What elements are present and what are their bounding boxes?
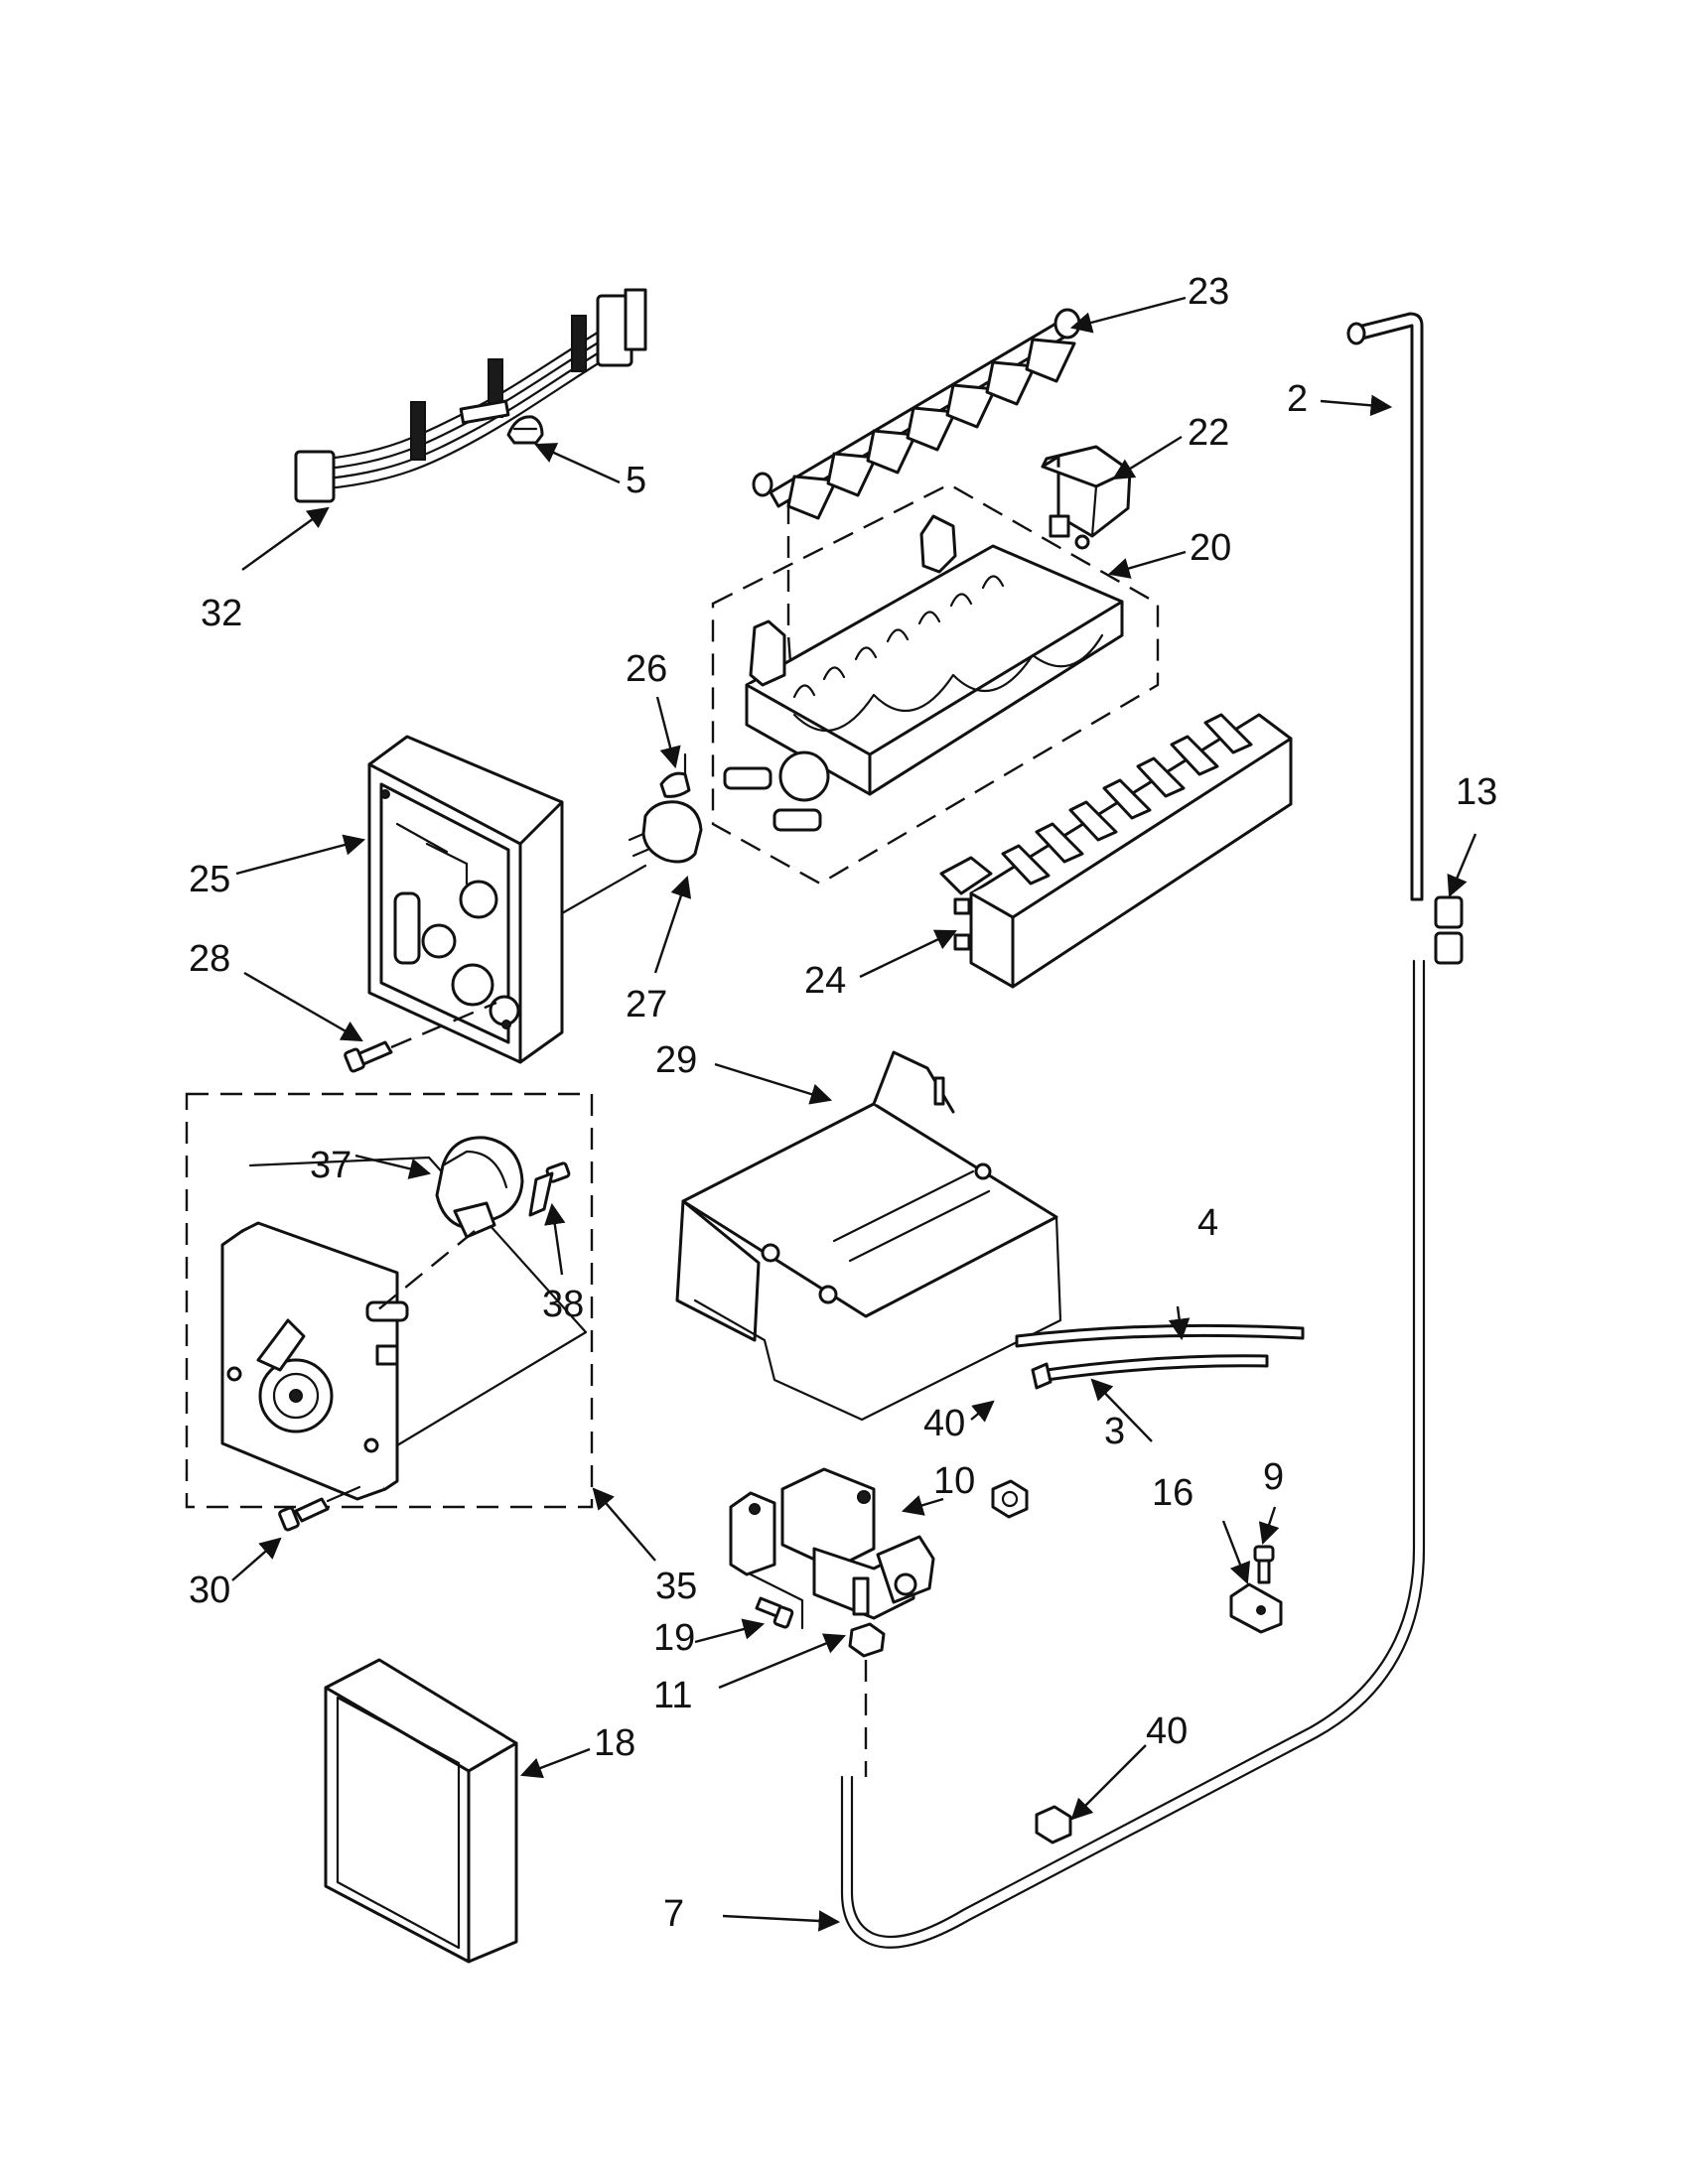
ice-stripper-part-24 <box>939 713 1293 989</box>
mold-part-20 <box>711 482 1160 886</box>
callout-29: 29 <box>655 1039 697 1081</box>
callout-37: 37 <box>310 1145 351 1186</box>
tube-part-3 <box>1031 1354 1269 1390</box>
callout-32: 32 <box>201 593 242 634</box>
callout-9: 9 <box>1263 1456 1284 1498</box>
motor-part-37 <box>376 1136 524 1311</box>
thermostat-part-27 <box>560 800 703 915</box>
callout-30: 30 <box>189 1570 230 1611</box>
callout-24: 24 <box>804 960 846 1002</box>
callout-4: 4 <box>1197 1202 1218 1244</box>
callout-19: 19 <box>653 1617 695 1659</box>
screw-part-9 <box>1253 1545 1275 1584</box>
fill-tube-part-2 <box>1346 312 1424 901</box>
water-tube-part-7 <box>840 959 1426 1949</box>
clip-part-5 <box>506 415 544 445</box>
callout-38: 38 <box>542 1284 584 1325</box>
callout-23: 23 <box>1188 271 1229 313</box>
screw-part-30 <box>278 1485 361 1532</box>
clip-part-26 <box>659 752 691 798</box>
nut-part-40-lower <box>1035 1805 1072 1844</box>
callout-leaders <box>231 296 1477 1932</box>
callout-27: 27 <box>626 984 667 1025</box>
callout-40-upper: 40 <box>923 1403 965 1444</box>
callout-11: 11 <box>653 1675 692 1716</box>
callout-16: 16 <box>1152 1472 1193 1514</box>
callout-28: 28 <box>189 938 230 980</box>
screw-part-38 <box>528 1161 571 1217</box>
cover-part-22 <box>1041 445 1132 550</box>
coupling-part-13 <box>1434 895 1464 965</box>
callout-22: 22 <box>1188 412 1229 454</box>
callout-20: 20 <box>1190 527 1231 569</box>
tube-part-4 <box>1015 1323 1305 1348</box>
shield-part-29 <box>675 1050 1062 1422</box>
callout-2: 2 <box>1287 378 1308 420</box>
ice-bin-part-18 <box>324 1658 518 1964</box>
callout-13: 13 <box>1456 771 1497 813</box>
screw-part-19 <box>755 1596 794 1629</box>
water-valve-part-10 <box>729 1467 935 1630</box>
callout-labels: 2 3 4 5 7 9 10 11 13 16 18 19 20 22 23 2… <box>189 271 1497 1935</box>
motor-assembly-part-35 <box>185 1092 594 1509</box>
callout-5: 5 <box>626 460 646 501</box>
nut-part-11 <box>848 1622 886 1777</box>
callout-26: 26 <box>626 648 667 690</box>
callout-10: 10 <box>933 1460 975 1502</box>
motor-housing-part-25 <box>367 735 564 1064</box>
wire-harness-part-32 <box>294 288 647 503</box>
clamp-part-16 <box>1229 1582 1283 1634</box>
callout-35: 35 <box>655 1566 697 1607</box>
callout-40-lower: 40 <box>1146 1710 1188 1752</box>
callout-25: 25 <box>189 859 230 900</box>
ejector-part-23 <box>752 308 1081 716</box>
callout-3: 3 <box>1104 1411 1125 1452</box>
callout-7: 7 <box>663 1893 684 1935</box>
nut-part-40-upper <box>991 1479 1029 1519</box>
callout-18: 18 <box>594 1722 635 1764</box>
screw-part-28 <box>344 1001 497 1073</box>
